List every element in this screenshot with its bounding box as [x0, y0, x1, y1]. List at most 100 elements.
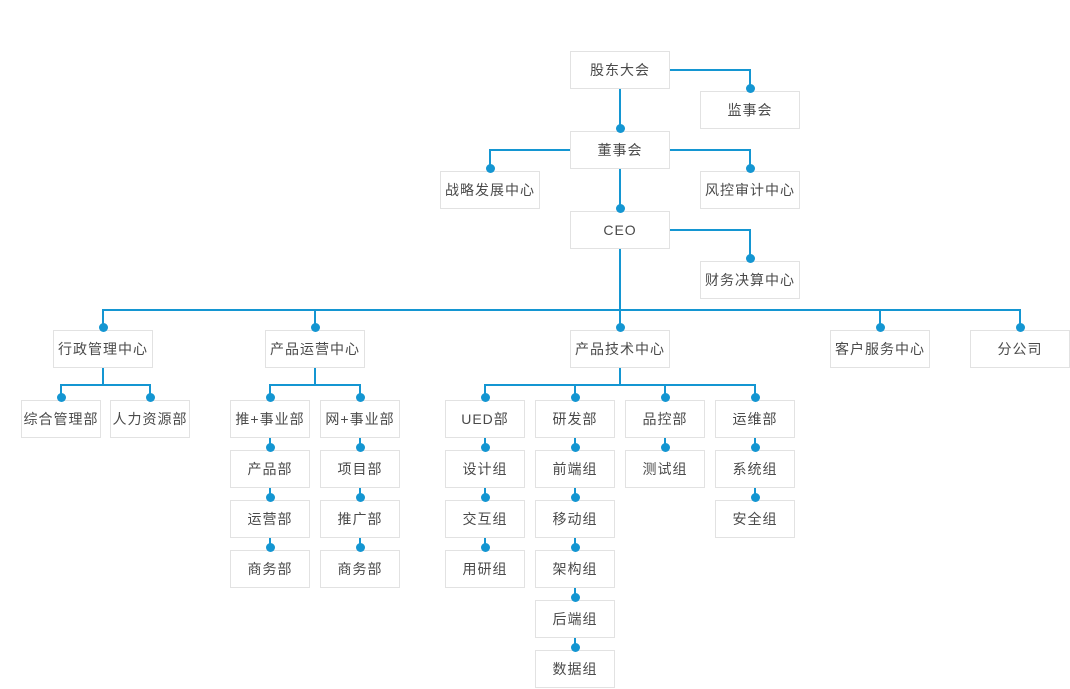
node-strategy-dev-center: 战略发展中心 — [440, 171, 540, 209]
node-label-hr-dept: 人力资源部 — [112, 411, 188, 427]
connector-dot — [480, 542, 490, 552]
node-label-strategy-dev-center: 战略发展中心 — [445, 182, 535, 198]
node-promotion-dept: 推广部 — [320, 500, 400, 538]
node-general-admin-dept: 综合管理部 — [21, 400, 101, 438]
node-label-system-group: 系统组 — [732, 461, 778, 477]
node-design-group: 设计组 — [445, 450, 525, 488]
connector-dot — [615, 322, 625, 332]
connector-dot — [355, 492, 365, 502]
node-label-tui-business-dept: 推+事业部 — [235, 411, 305, 427]
node-label-admin-center: 行政管理中心 — [58, 341, 148, 357]
connector-dot — [570, 392, 580, 402]
node-product-ops-center: 产品运营中心 — [265, 330, 365, 368]
node-label-ops-maintenance-dept: 运维部 — [732, 411, 778, 427]
connector-dot — [615, 203, 625, 213]
connector-dot — [745, 163, 755, 173]
connector-line — [314, 310, 316, 330]
node-shareholders-meeting: 股东大会 — [570, 51, 670, 89]
connector-line — [489, 149, 491, 171]
node-supervisory-board: 监事会 — [700, 91, 800, 129]
connector-line — [269, 384, 361, 386]
node-label-wang-business-dept: 网+事业部 — [325, 411, 395, 427]
node-label-product-dept: 产品部 — [247, 461, 293, 477]
connector-line — [619, 89, 621, 131]
node-label-data-group: 数据组 — [552, 661, 598, 677]
node-ceo: CEO — [570, 211, 670, 249]
node-label-frontend-group: 前端组 — [552, 461, 598, 477]
connector-dot — [265, 392, 275, 402]
node-security-group: 安全组 — [715, 500, 795, 538]
connector-dot — [56, 392, 66, 402]
connector-dot — [310, 322, 320, 332]
node-label-ceo: CEO — [603, 222, 637, 238]
node-operations-dept: 运营部 — [230, 500, 310, 538]
node-testing-group: 测试组 — [625, 450, 705, 488]
node-product-dept: 产品部 — [230, 450, 310, 488]
connector-dot — [750, 442, 760, 452]
connector-line — [619, 169, 621, 211]
node-business-dept-1: 商务部 — [230, 550, 310, 588]
node-label-qc-dept: 品控部 — [642, 411, 688, 427]
node-hr-dept: 人力资源部 — [110, 400, 190, 438]
connector-dot — [615, 123, 625, 133]
node-label-finance-center: 财务决算中心 — [705, 272, 795, 288]
connector-dot — [355, 542, 365, 552]
connector-dot — [485, 163, 495, 173]
node-label-shareholders-meeting: 股东大会 — [590, 62, 650, 78]
node-label-user-research-group: 用研组 — [462, 561, 508, 577]
connector-line — [749, 149, 751, 171]
node-ued-dept: UED部 — [445, 400, 525, 438]
connector-line — [670, 69, 751, 71]
node-label-business-dept-1: 商务部 — [247, 561, 293, 577]
node-backend-group: 后端组 — [535, 600, 615, 638]
connector-dot — [355, 392, 365, 402]
node-user-research-group: 用研组 — [445, 550, 525, 588]
connector-dot — [355, 442, 365, 452]
connector-line — [102, 368, 104, 385]
node-label-supervisory-board: 监事会 — [727, 102, 773, 118]
node-ops-maintenance-dept: 运维部 — [715, 400, 795, 438]
node-product-tech-center: 产品技术中心 — [570, 330, 670, 368]
connector-dot — [265, 492, 275, 502]
connector-line — [749, 229, 751, 261]
node-frontend-group: 前端组 — [535, 450, 615, 488]
node-label-promotion-dept: 推广部 — [337, 511, 383, 527]
node-label-ued-dept: UED部 — [461, 411, 509, 427]
node-admin-center: 行政管理中心 — [53, 330, 153, 368]
node-branch-company: 分公司 — [970, 330, 1070, 368]
node-label-mobile-group: 移动组 — [552, 511, 598, 527]
connector-line — [484, 384, 756, 386]
node-label-product-tech-center: 产品技术中心 — [575, 341, 665, 357]
node-customer-service-center: 客户服务中心 — [830, 330, 930, 368]
connector-line — [489, 149, 570, 151]
node-label-design-group: 设计组 — [462, 461, 508, 477]
node-interaction-group: 交互组 — [445, 500, 525, 538]
connector-line — [670, 149, 751, 151]
connector-line — [670, 229, 751, 231]
node-project-dept: 项目部 — [320, 450, 400, 488]
node-label-business-dept-2: 商务部 — [337, 561, 383, 577]
node-label-board-of-directors: 董事会 — [597, 142, 643, 158]
connector-line — [879, 310, 881, 330]
node-rd-dept: 研发部 — [535, 400, 615, 438]
connector-dot — [98, 322, 108, 332]
connector-dot — [660, 392, 670, 402]
connector-dot — [660, 442, 670, 452]
connector-line — [749, 69, 751, 91]
connector-dot — [875, 322, 885, 332]
connector-dot — [570, 642, 580, 652]
connector-dot — [570, 592, 580, 602]
node-architecture-group: 架构组 — [535, 550, 615, 588]
node-label-interaction-group: 交互组 — [462, 511, 508, 527]
node-label-security-group: 安全组 — [732, 511, 778, 527]
node-label-branch-company: 分公司 — [997, 341, 1043, 357]
connector-dot — [1015, 322, 1025, 332]
connector-dot — [570, 442, 580, 452]
node-label-product-ops-center: 产品运营中心 — [270, 341, 360, 357]
node-label-rd-dept: 研发部 — [552, 411, 598, 427]
node-business-dept-2: 商务部 — [320, 550, 400, 588]
node-board-of-directors: 董事会 — [570, 131, 670, 169]
connector-line — [619, 310, 621, 330]
connector-dot — [480, 392, 490, 402]
